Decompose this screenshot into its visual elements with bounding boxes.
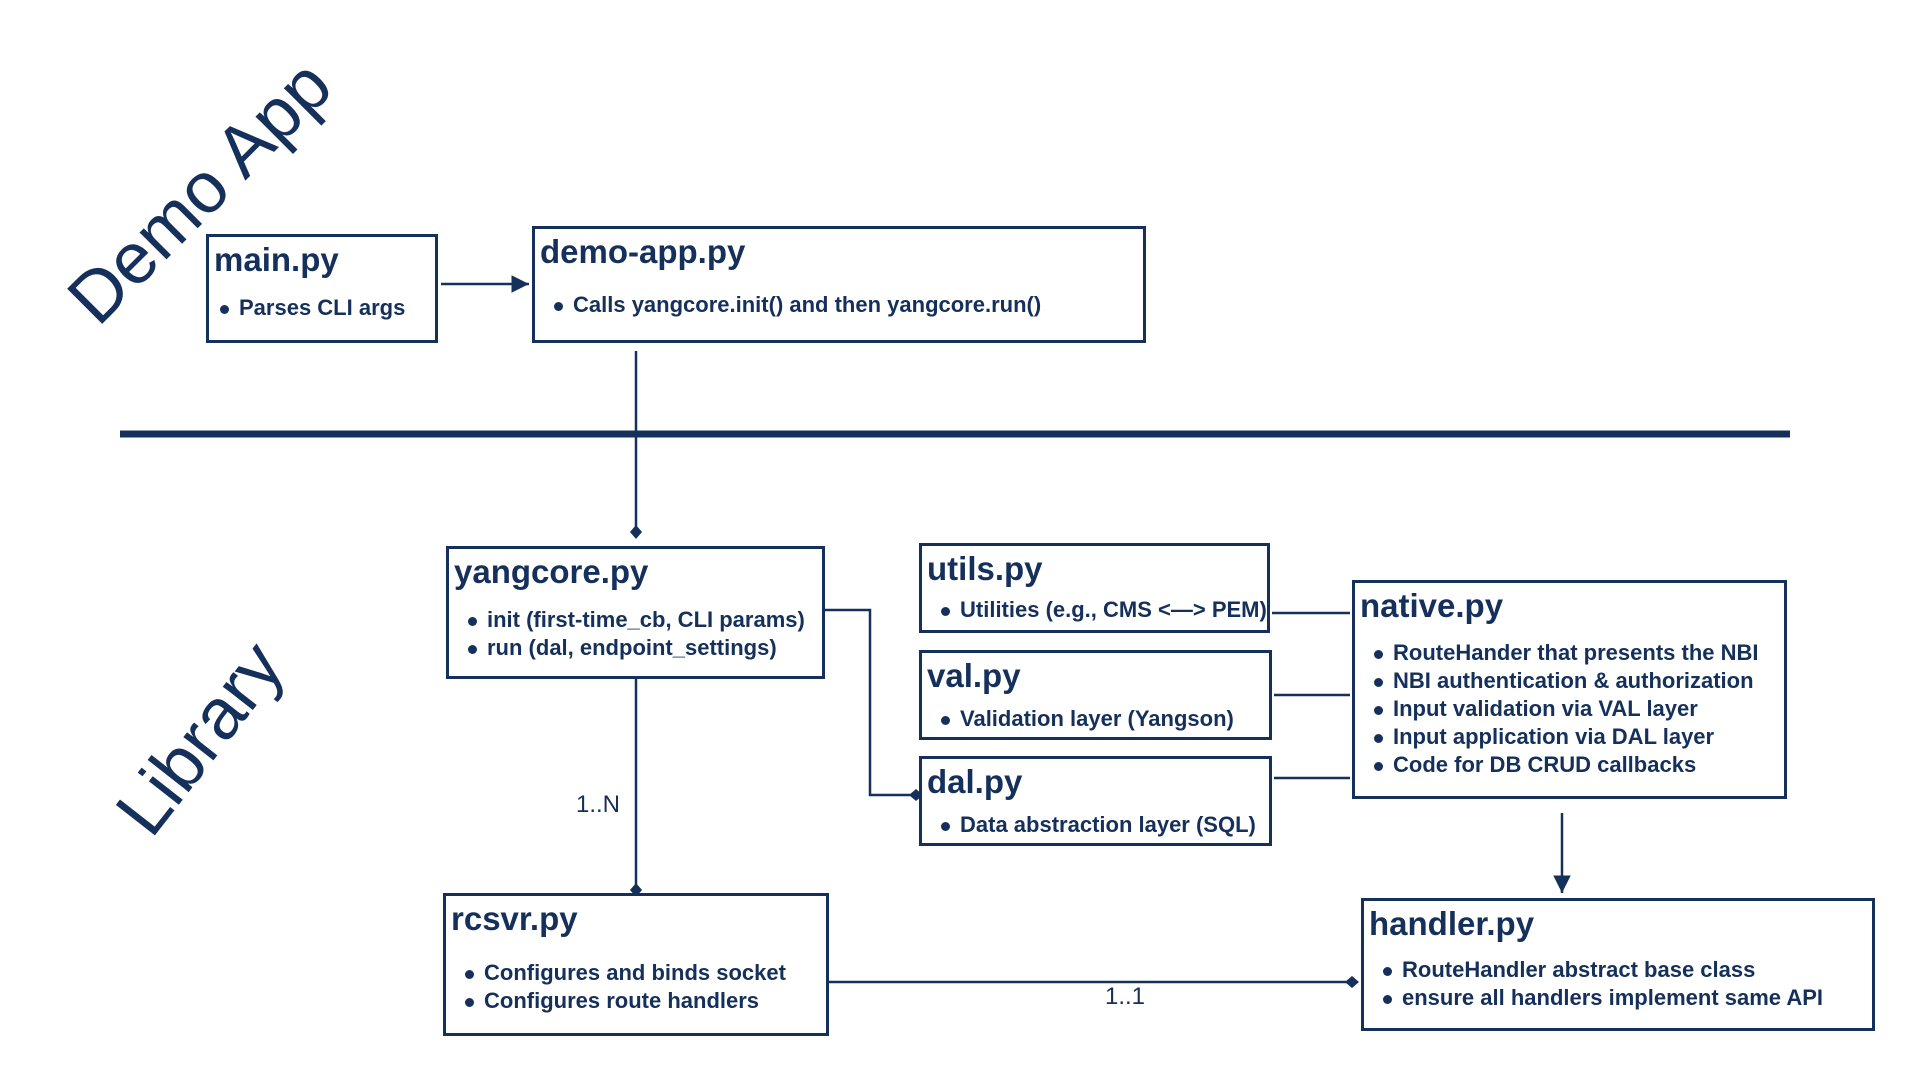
box-dal-py: dal.py Data abstraction layer (SQL)	[919, 756, 1272, 846]
bullet-list-val-py: Validation layer (Yangson)	[938, 705, 1234, 733]
box-title-native-py: native.py	[1360, 587, 1504, 624]
box-title-val-py: val.py	[927, 657, 1021, 694]
bullet-item: ensure all handlers implement same API	[1380, 984, 1823, 1012]
bullet-list-main-py: Parses CLI args	[217, 294, 405, 322]
bullet-list-demo-app-py: Calls yangcore.init() and then yangcore.…	[551, 291, 1041, 319]
box-title-main-py: main.py	[214, 241, 339, 278]
bullet-item: Configures route handlers	[462, 987, 786, 1015]
diamond-marker-yangcore-top	[630, 525, 642, 539]
box-yangcore-py: yangcore.py init (first-time_cb, CLI par…	[446, 546, 825, 679]
box-title-rcsvr-py: rcsvr.py	[451, 900, 578, 937]
box-title-utils-py: utils.py	[927, 550, 1043, 587]
bullet-item: NBI authentication & authorization	[1371, 667, 1759, 695]
bullet-item: init (first-time_cb, CLI params)	[465, 606, 805, 634]
connector-yangcore-to-dal	[824, 608, 916, 797]
bullet-item: Code for DB CRUD callbacks	[1371, 751, 1759, 779]
bullet-list-utils-py: Utilities (e.g., CMS <—> PEM)	[938, 596, 1267, 624]
box-demo-app-py: demo-app.py Calls yangcore.init() and th…	[532, 226, 1146, 343]
bullet-item: run (dal, endpoint_settings)	[465, 634, 805, 662]
multiplicity-label-yangcore-rcsvr: 1..N	[576, 791, 620, 818]
box-title-dal-py: dal.py	[927, 763, 1023, 800]
multiplicity-label-rcsvr-handler: 1..1	[1105, 983, 1145, 1010]
box-native-py: native.py RouteHander that presents the …	[1352, 580, 1787, 799]
box-val-py: val.py Validation layer (Yangson)	[919, 650, 1272, 740]
bullet-list-dal-py: Data abstraction layer (SQL)	[938, 811, 1256, 839]
bullet-list-rcsvr-py: Configures and binds socket Configures r…	[462, 959, 786, 1015]
bullet-item: Validation layer (Yangson)	[938, 705, 1234, 733]
bullet-item: Data abstraction layer (SQL)	[938, 811, 1256, 839]
box-rcsvr-py: rcsvr.py Configures and binds socket Con…	[443, 893, 829, 1036]
bullet-item: RouteHandler abstract base class	[1380, 956, 1823, 984]
bullet-list-handler-py: RouteHandler abstract base class ensure …	[1380, 956, 1823, 1012]
box-handler-py: handler.py RouteHandler abstract base cl…	[1361, 898, 1875, 1031]
box-main-py: main.py Parses CLI args	[206, 234, 438, 343]
diamond-marker-handler-left	[1345, 976, 1359, 988]
box-title-demo-app-py: demo-app.py	[540, 233, 746, 270]
box-title-yangcore-py: yangcore.py	[454, 553, 649, 590]
bullet-item: Parses CLI args	[217, 294, 405, 322]
bullet-item: Calls yangcore.init() and then yangcore.…	[551, 291, 1041, 319]
bullet-list-yangcore-py: init (first-time_cb, CLI params) run (da…	[465, 606, 805, 662]
bullet-item: RouteHander that presents the NBI	[1371, 639, 1759, 667]
bullet-item: Utilities (e.g., CMS <—> PEM)	[938, 596, 1267, 624]
bullet-item: Input application via DAL layer	[1371, 723, 1759, 751]
bullet-item: Configures and binds socket	[462, 959, 786, 987]
bullet-list-native-py: RouteHander that presents the NBI NBI au…	[1371, 639, 1759, 779]
box-utils-py: utils.py Utilities (e.g., CMS <—> PEM)	[919, 543, 1270, 633]
bullet-item: Input validation via VAL layer	[1371, 695, 1759, 723]
box-title-handler-py: handler.py	[1369, 905, 1535, 942]
